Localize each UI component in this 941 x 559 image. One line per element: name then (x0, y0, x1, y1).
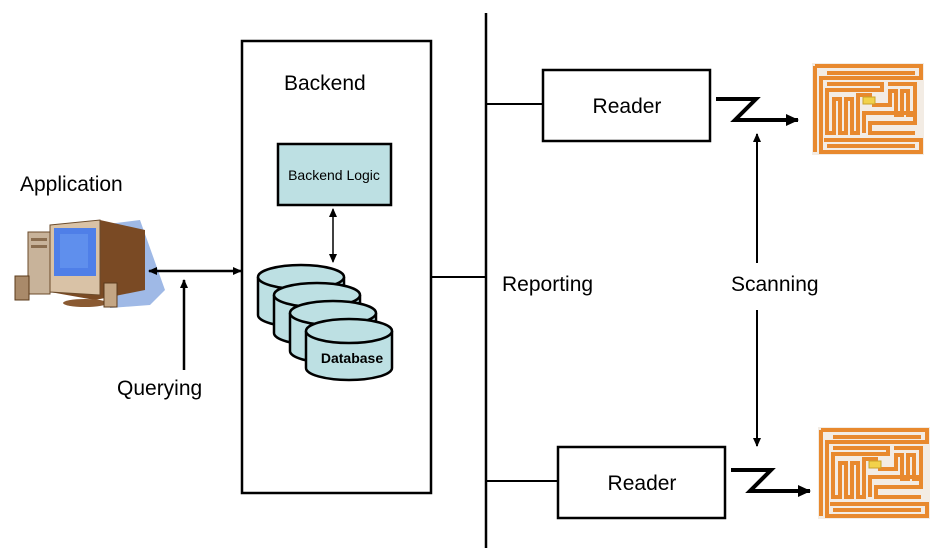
reader-box-2 (556, 445, 727, 520)
rfid-chip (868, 460, 882, 469)
antenna-trace (862, 111, 917, 135)
antenna-trace (878, 446, 923, 481)
antenna-trace (815, 64, 923, 154)
application-label: Application (20, 173, 123, 196)
reader-label-2: Reader (608, 472, 677, 495)
antenna-trace (821, 428, 929, 518)
antenna-trace (872, 82, 917, 117)
scanning-label: Scanning (731, 273, 819, 296)
antenna-trace (831, 446, 890, 499)
backend-logic-box (276, 142, 393, 207)
desktop-computer-icon (14, 219, 165, 308)
rfid-tag-icon (818, 427, 930, 519)
backend-label: Backend (284, 72, 366, 95)
rfid-tag-icon (812, 63, 924, 155)
backend-logic-label: Backend Logic (288, 167, 380, 183)
querying-label: Querying (117, 377, 202, 400)
antenna-trace (825, 82, 884, 135)
database-label: Database (321, 350, 383, 366)
wireless-signal-icon (731, 468, 811, 497)
reader-box-1 (541, 68, 712, 143)
reporting-label: Reporting (502, 273, 593, 296)
wireless-signal-icon (716, 97, 799, 126)
antenna-trace (868, 475, 923, 499)
reader-label-1: Reader (593, 95, 662, 118)
backend-box (240, 39, 433, 495)
rfid-chip (862, 96, 876, 105)
database-icon (256, 263, 394, 382)
